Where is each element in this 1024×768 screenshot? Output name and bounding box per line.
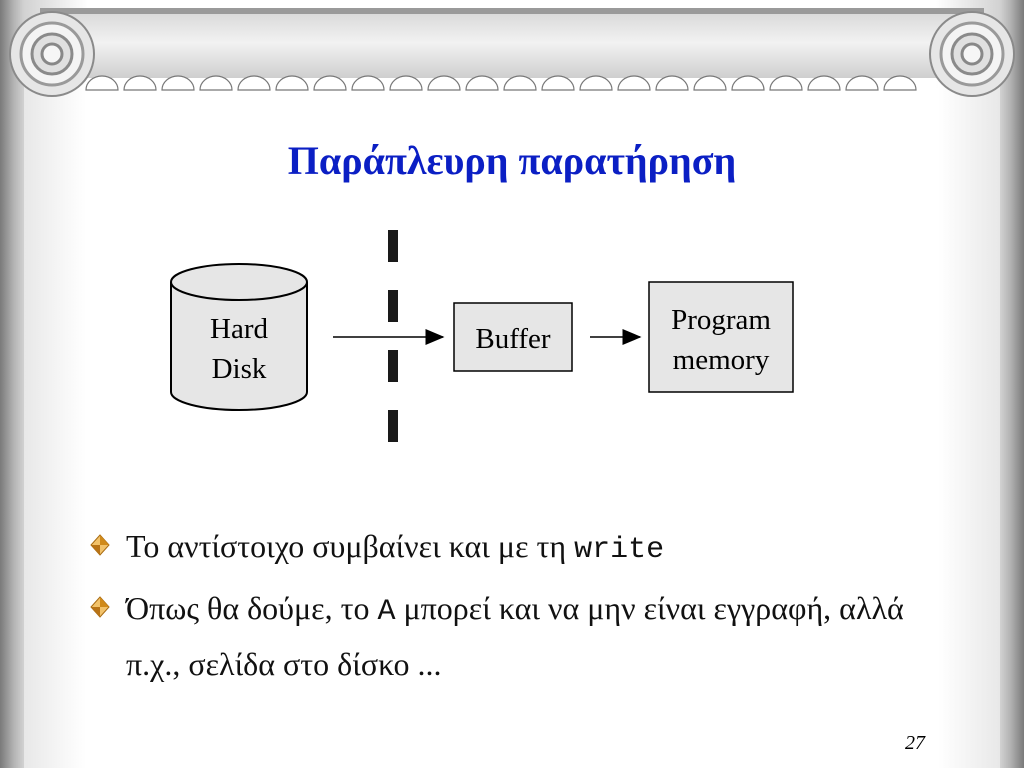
page-number: 27 <box>905 732 925 754</box>
right-pillar <box>938 60 1000 768</box>
bullet-item: Το αντίστοιχο συμβαίνει και με τη write <box>90 520 910 576</box>
left-pillar <box>24 60 86 768</box>
right-volute-icon <box>929 11 1015 97</box>
bullet-text: Όπως θα δούμε, το <box>126 590 378 626</box>
bullet-text-after: μπορεί και να μην είναι εγγραφή, αλλά π.… <box>126 590 904 682</box>
ionic-capital-decoration <box>9 8 1015 97</box>
slide-content-area <box>86 88 938 768</box>
bullet-list: Το αντίστοιχο συμβαίνει και με τη write … <box>90 520 910 690</box>
program-memory-label-line2: memory <box>673 344 770 376</box>
buffer-box: Buffer <box>453 302 573 372</box>
diamond-bullet-icon <box>90 596 110 618</box>
boundary-dashed-line <box>388 230 398 442</box>
bullet-code: A <box>377 595 396 629</box>
left-volute-icon <box>9 11 95 97</box>
diamond-bullet-icon <box>90 534 110 556</box>
slide-title: Παράπλευρη παρατήρηση <box>287 138 737 183</box>
hard-disk-label-line1: Hard <box>210 313 268 345</box>
bullet-code: write <box>574 533 665 567</box>
hard-disk-cylinder: Hard Disk <box>170 263 308 411</box>
bullet-text: Το αντίστοιχο συμβαίνει και με τη <box>126 528 575 564</box>
bullet-item: Όπως θα δούμε, το A μπορεί και να μην εί… <box>90 582 910 690</box>
hard-disk-label-line2: Disk <box>212 353 267 385</box>
program-memory-box: Program memory <box>648 281 794 393</box>
program-memory-label-line1: Program <box>671 304 771 336</box>
buffer-label: Buffer <box>475 323 551 355</box>
